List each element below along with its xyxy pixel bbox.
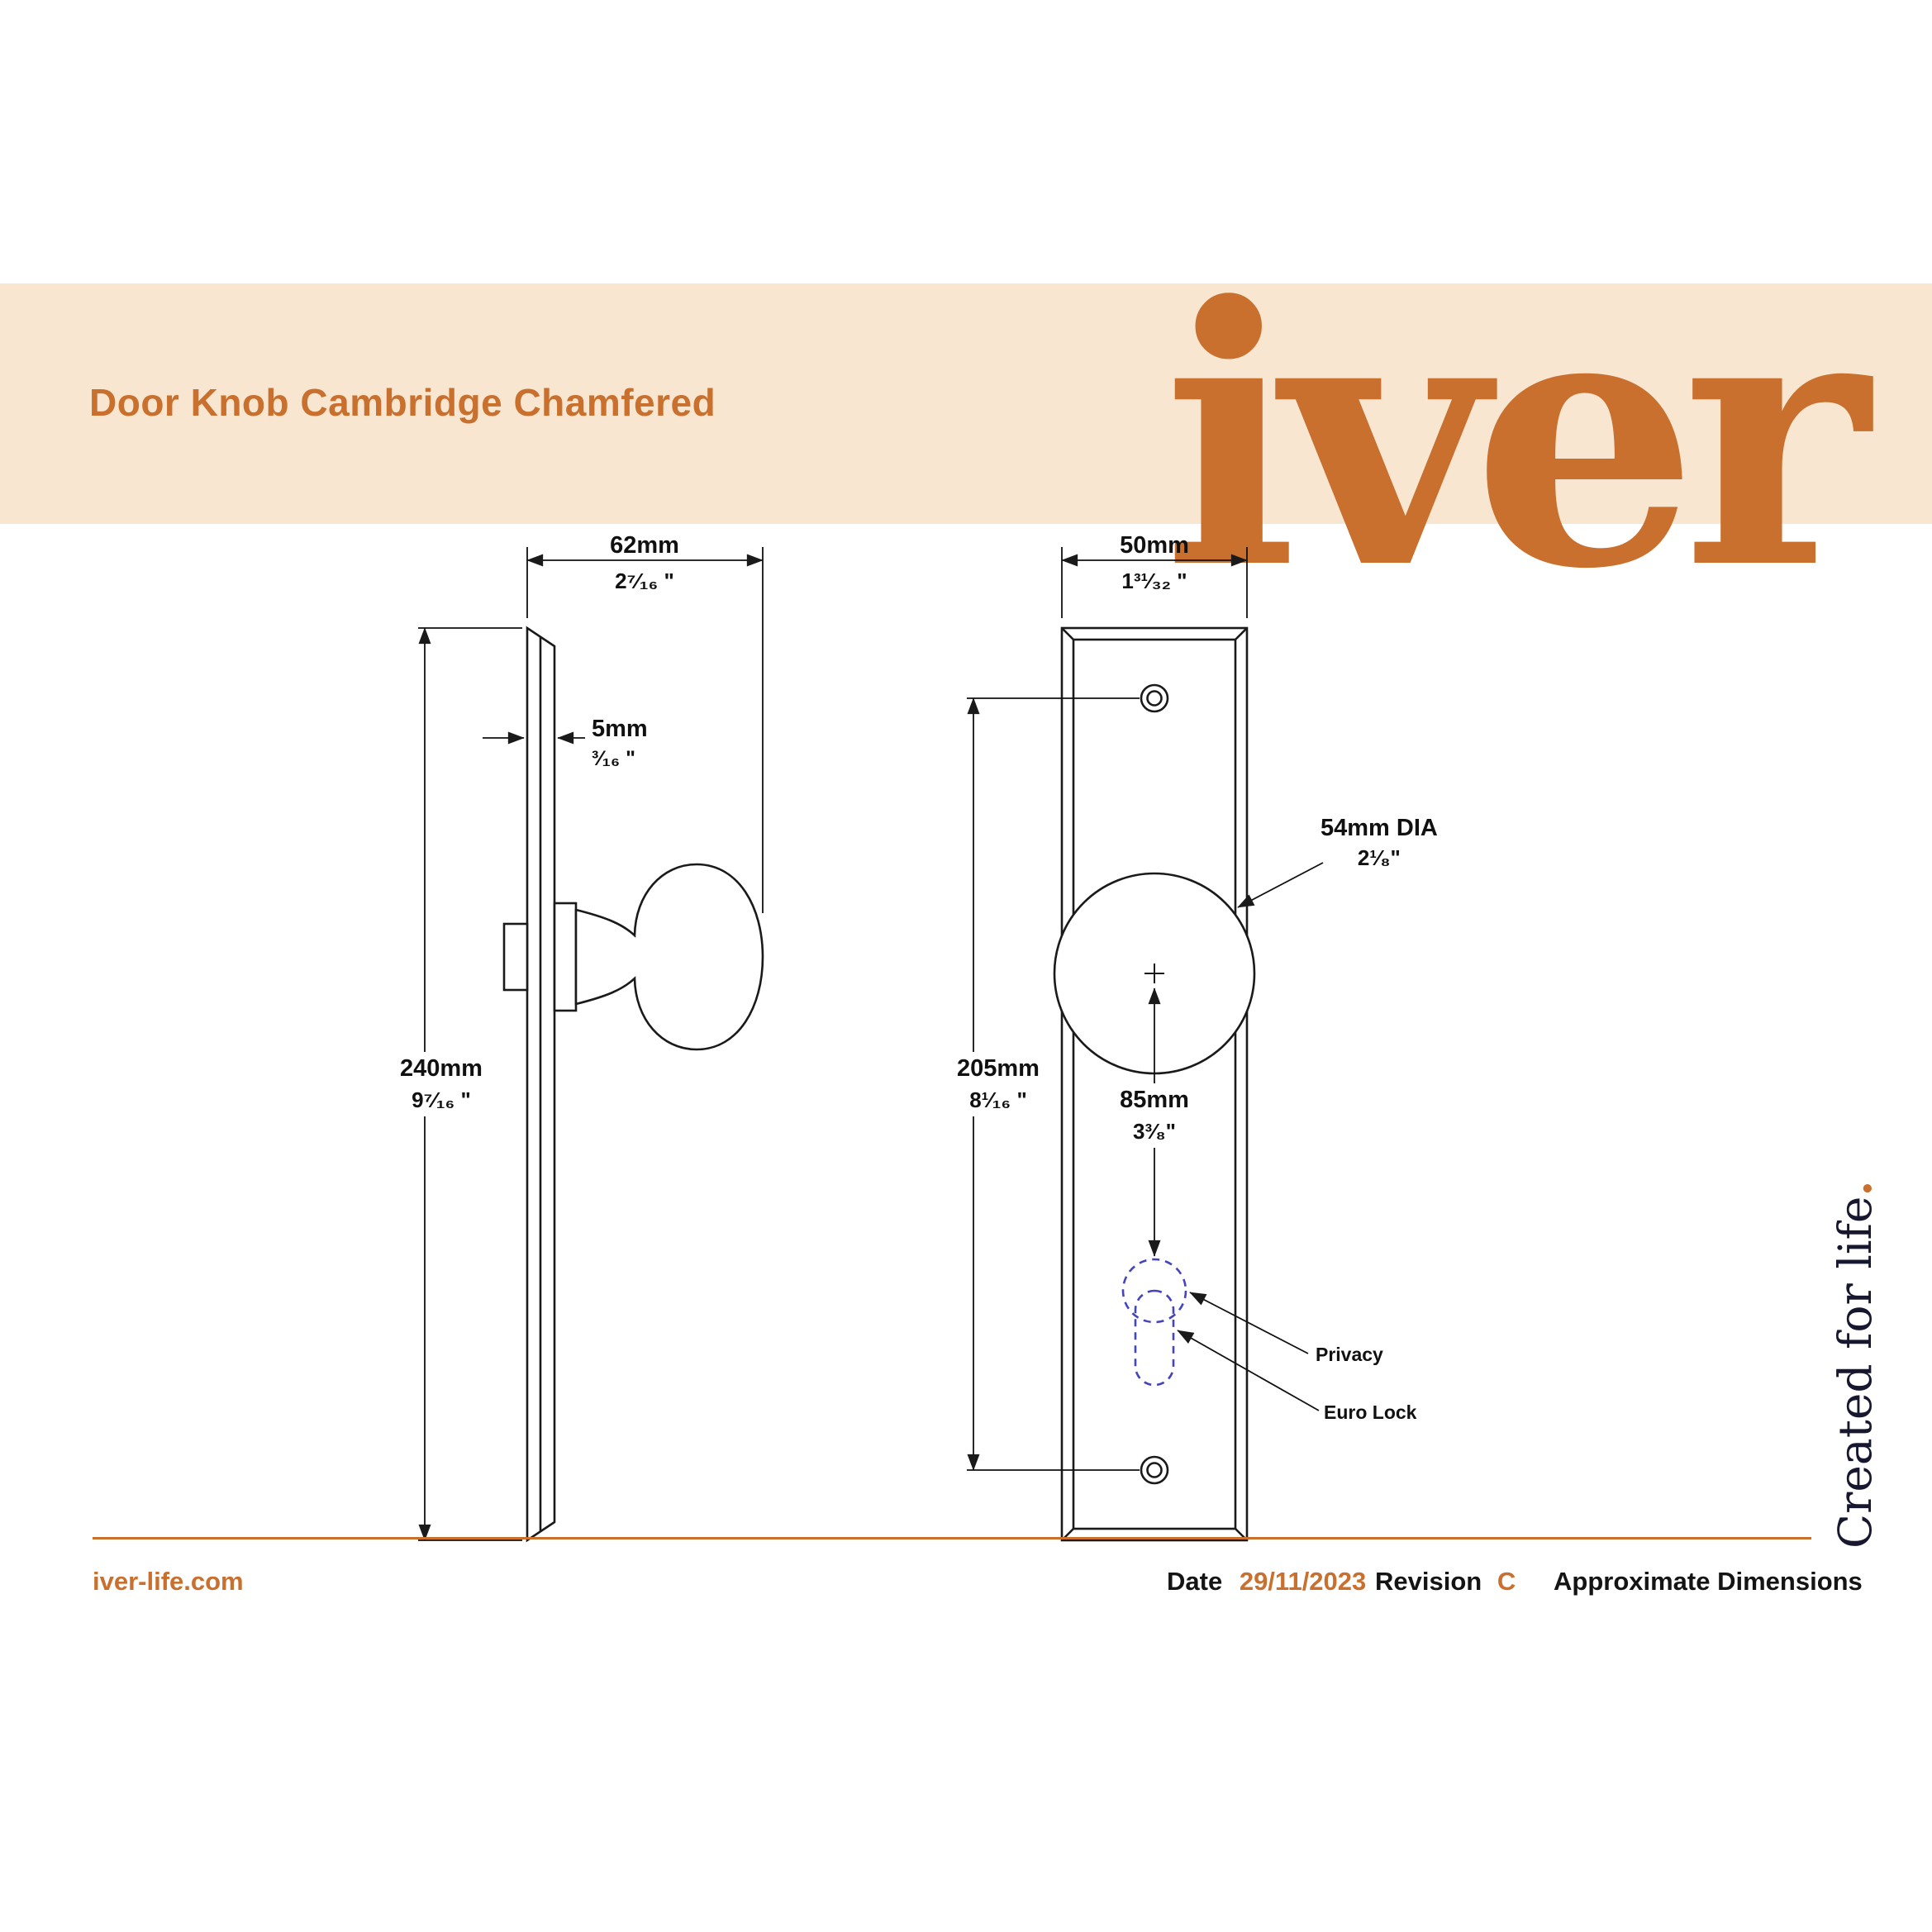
knob-profile [574,863,764,1051]
header-banner [0,283,1932,524]
dim-62mm-label: 62mm [610,532,679,559]
dim-240mm-label: 240mm 9⁷⁄₁₆ " [390,1052,493,1116]
euro-lock-label: Euro Lock [1324,1401,1417,1423]
footer-divider [93,1537,1811,1539]
euro-lock-cutout [1134,1289,1175,1387]
dim-205mm-label: 205mm 8¹⁄₁₆ " [947,1052,1049,1116]
leader-euro-lock [1177,1330,1320,1411]
screw-hole-bottom [1140,1455,1169,1485]
iver-logo: iver [1163,230,1869,647]
revision-field: Revision C [1375,1567,1516,1597]
privacy-label: Privacy [1316,1344,1383,1365]
dim-85mm-label: 85mm 3³⁄₈" [1110,1083,1199,1148]
page-title: Door Knob Cambridge Chamfered [89,381,716,424]
dim-50mm-label: 50mm [1120,532,1189,559]
website-link[interactable]: iver-life.com [93,1567,244,1596]
dim-5mm-label: 5mm [592,716,648,742]
approximate-dimensions-note: Approximate Dimensions [1554,1567,1863,1596]
revision-value: C [1497,1567,1516,1596]
front-plate-inner [1072,638,1237,1530]
dim-50in-label: 1³¹⁄₃₂ " [1121,569,1187,593]
revision-label: Revision [1375,1567,1482,1596]
date-field: Date 29/11/2023 [1167,1567,1366,1597]
tagline-period: . [1828,1180,1882,1197]
tagline-created-for-life: Created for life. [1828,1180,1882,1549]
side-view [502,626,764,1543]
spindle-boss [502,922,529,992]
date-value: 29/11/2023 [1239,1567,1367,1596]
dim-62in-label: 2⁷⁄₁₆ " [615,569,674,593]
privacy-cutout [1121,1258,1187,1324]
knob-collar [553,902,578,1012]
knob-diameter-callout: 54mm DIA 2¹⁄₈" [1321,815,1438,870]
screw-hole-top [1140,683,1169,713]
leader-knob-dia [1237,862,1324,908]
leader-privacy [1189,1292,1309,1354]
date-label: Date [1167,1567,1223,1596]
dim-5in-label: ³⁄₁₆ " [592,747,635,770]
lock-cutouts [1121,1258,1187,1387]
